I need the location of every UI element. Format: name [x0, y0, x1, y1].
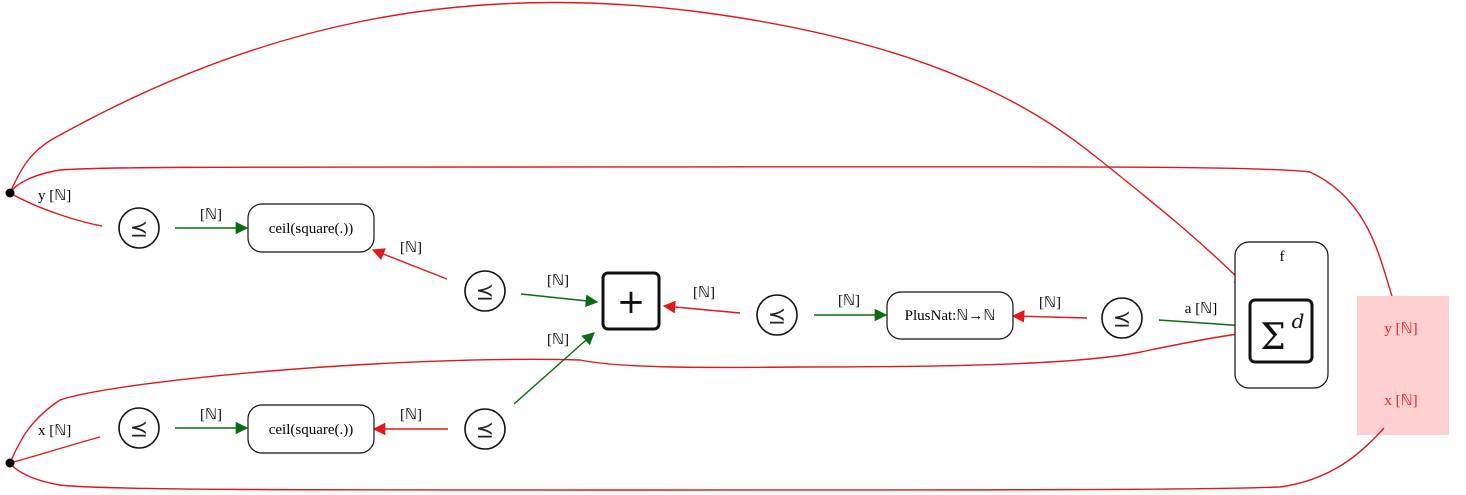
ceil-top-label: ceil(square(.)) [269, 221, 354, 237]
preceq-icon: ⪯ [476, 418, 494, 443]
ceil-node-top: ceil(square(.)) [247, 203, 375, 253]
f-cluster: f Σ d [1234, 241, 1329, 389]
edge-label-6: [ℕ] [1039, 295, 1061, 311]
edge-label-1: [ℕ] [200, 207, 222, 223]
ceil-node-bottom: ceil(square(.)) [247, 404, 375, 454]
wire-order5-to-plus [662, 300, 741, 314]
preceq-icon: ⪯ [130, 417, 148, 442]
wire-xport-to-sum [9, 327, 1249, 464]
edge-label-9: [ℕ] [400, 407, 422, 423]
wire-order2-to-ceil-top [371, 248, 448, 280]
y-port-label: y [ℕ] [38, 188, 71, 204]
edge-label-3: [ℕ] [547, 273, 569, 289]
edge-label-2: [ℕ] [400, 240, 422, 256]
f-cluster-label: f [1280, 249, 1285, 265]
wire-y-to-sum [9, 1, 1247, 287]
y-port-dot-icon [5, 188, 15, 198]
wire-order4-to-plus [513, 332, 595, 405]
wire-order2-to-plus [520, 293, 599, 308]
order-node-4: ⪯ [464, 408, 506, 450]
output-y-label: y [ℕ] [1384, 321, 1417, 337]
plusnat-node: PlusNat:ℕ→ℕ [886, 291, 1014, 340]
wire-order6-to-sum [1158, 318, 1248, 332]
preceq-icon: ⪯ [1113, 307, 1131, 332]
output-x-label: x [ℕ] [1384, 393, 1417, 409]
wire-yout-to-yport [9, 166, 1393, 297]
order-node-5: ⪯ [756, 294, 798, 336]
sigma-icon: Σ [1260, 317, 1285, 358]
wire-xout-to-xport [9, 427, 1385, 491]
preceq-icon: ⪯ [476, 280, 494, 305]
wire-order6-to-plusnat [1011, 310, 1088, 323]
preceq-icon: ⪯ [768, 304, 786, 329]
order-node-3: ⪯ [118, 407, 160, 449]
sum-node [1248, 298, 1314, 364]
edge-label-5: [ℕ] [838, 293, 860, 309]
sigma-superscript: d [1292, 309, 1305, 333]
order-node-6: ⪯ [1101, 297, 1143, 339]
edge-label-7: [ℕ] [547, 332, 569, 348]
plus-icon: + [617, 282, 646, 322]
order-node-2: ⪯ [464, 270, 506, 312]
wire-yport-to-order1 [9, 192, 103, 227]
order-node-1: ⪯ [118, 207, 160, 249]
output-box [1357, 296, 1449, 435]
wire-xport-to-order3 [9, 436, 101, 464]
edge-label-a: a [ℕ] [1185, 301, 1217, 317]
edge-label-8: [ℕ] [200, 407, 222, 423]
plus-node: + [601, 271, 661, 331]
preceq-icon: ⪯ [130, 217, 148, 242]
plusnat-label: PlusNat:ℕ→ℕ [905, 308, 996, 324]
x-port-label: x [ℕ] [38, 423, 71, 439]
ceil-bottom-label: ceil(square(.)) [269, 422, 354, 438]
x-port-dot-icon [5, 458, 15, 468]
edge-label-4: [ℕ] [693, 285, 715, 301]
